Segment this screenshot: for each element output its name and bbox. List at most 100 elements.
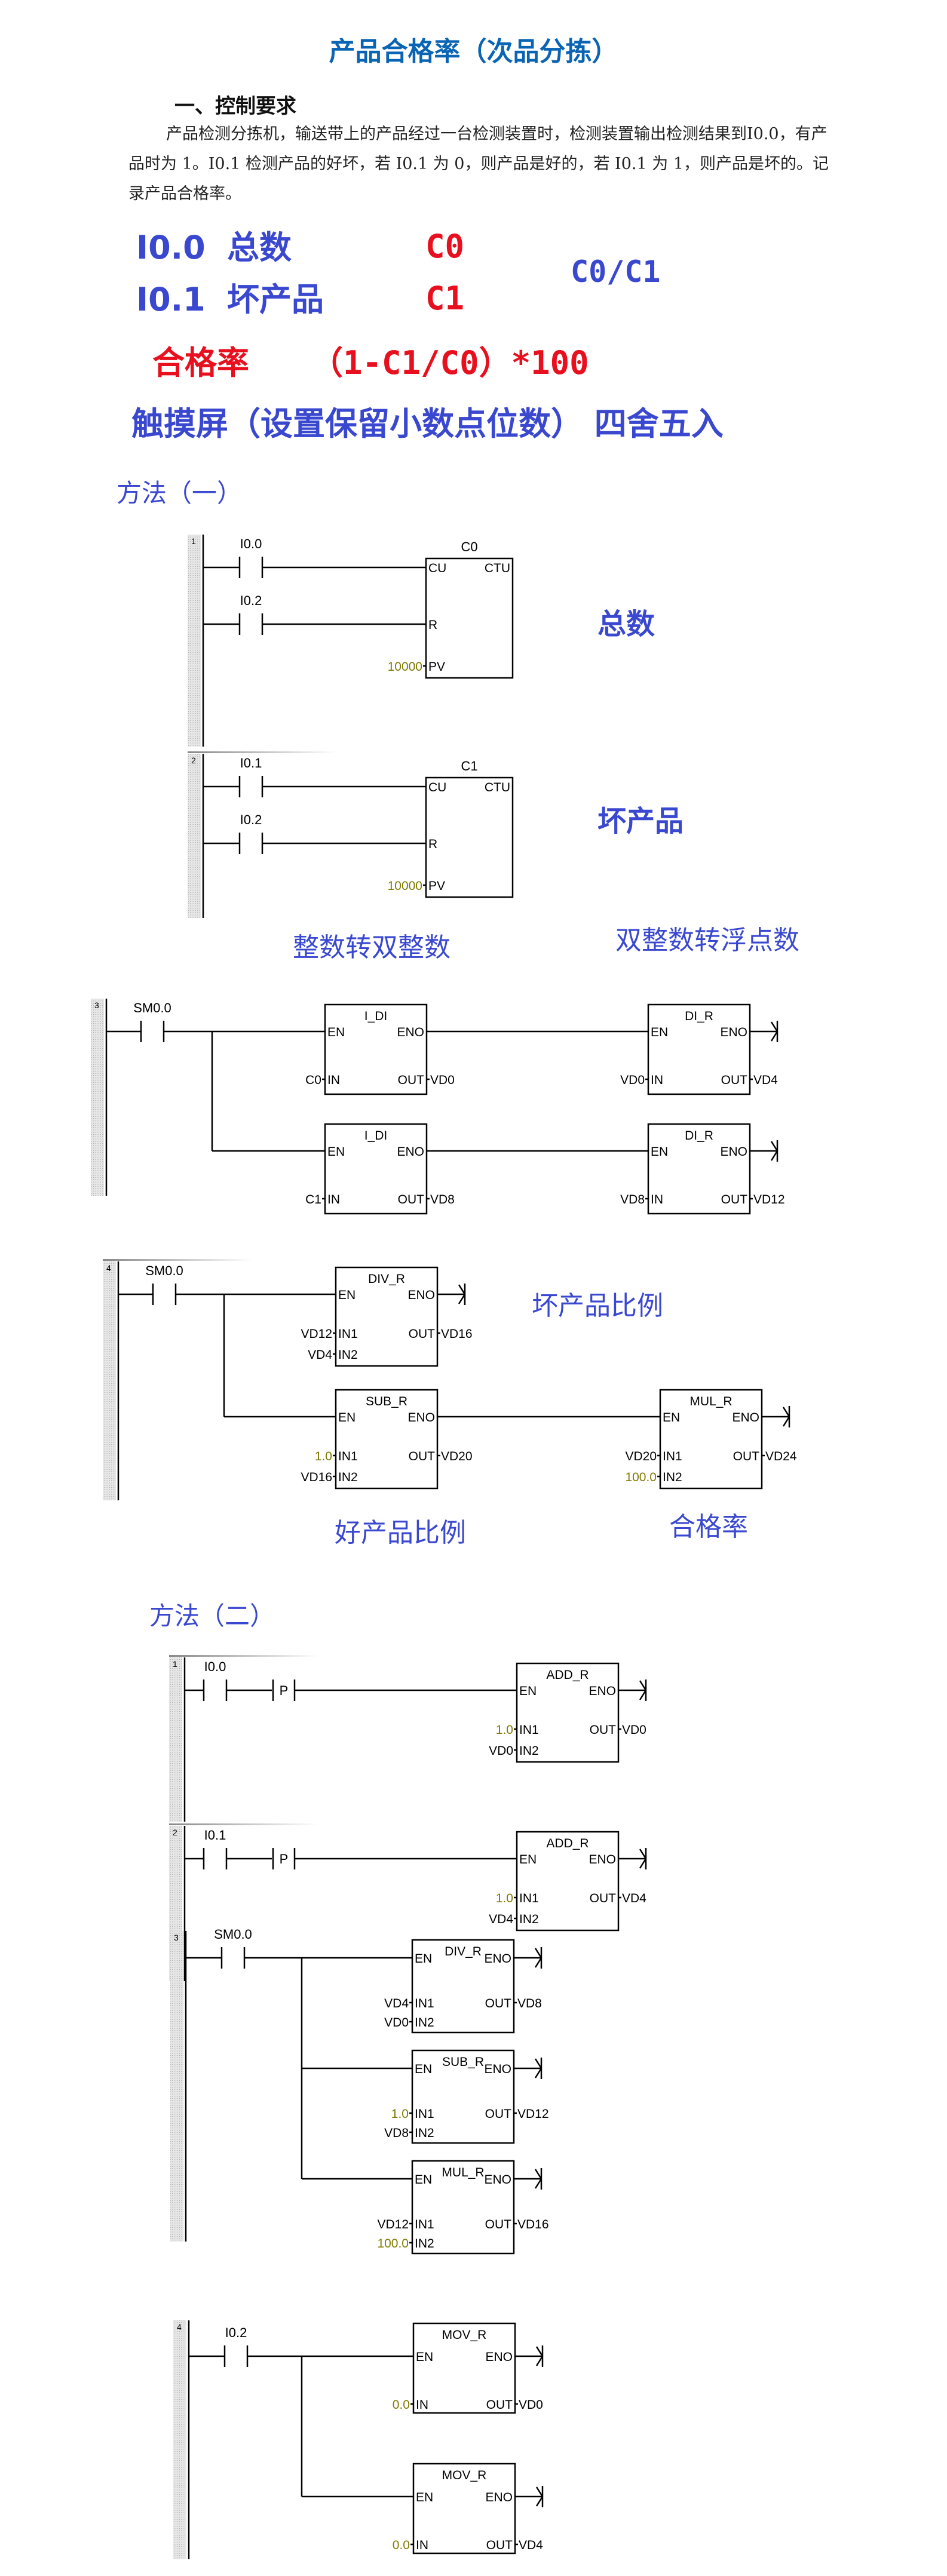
- eno-arrow: [770, 1150, 779, 1161]
- operand: VD16: [301, 1470, 332, 1484]
- box-pin: IN: [327, 1073, 340, 1087]
- operand: VD12: [301, 1327, 332, 1341]
- box-pin: CU: [428, 781, 446, 794]
- operand: VD4: [308, 1348, 332, 1362]
- annotation-bad: 坏产品: [597, 805, 684, 838]
- eno-arrow: [534, 2169, 543, 2179]
- operand: VD12: [377, 2218, 409, 2231]
- contact-label: I0.2: [225, 2325, 247, 2340]
- box-frame: [335, 1389, 439, 1490]
- box-pin: OUT: [590, 1723, 617, 1737]
- box-pin: IN2: [415, 2126, 434, 2140]
- box-frame: [324, 1123, 428, 1215]
- box-pin: IN2: [338, 1348, 358, 1362]
- box-pin: EN: [651, 1026, 668, 1039]
- box-pin: EN: [415, 2173, 432, 2187]
- operand: VD8: [517, 1997, 542, 2010]
- note-total-counter: C0: [425, 228, 465, 265]
- operand: VD24: [765, 1450, 797, 1463]
- box-title: MUL_R: [442, 2166, 484, 2179]
- box-pin: IN1: [519, 1723, 539, 1737]
- box-pin: OUT: [721, 1193, 748, 1206]
- box-title: I_DI: [364, 1129, 388, 1143]
- box-pin: OUT: [485, 2107, 512, 2121]
- operand: VD8: [430, 1193, 455, 1206]
- network-gutter: [169, 1657, 182, 1822]
- operand: 0.0: [393, 2538, 410, 2552]
- annotation-pass-rate: 合格率: [669, 1512, 748, 1542]
- box-frame: [412, 2463, 516, 2554]
- operand: VD0: [430, 1073, 455, 1087]
- operand: VD0: [519, 2398, 543, 2412]
- contact-label: I0.0: [204, 1659, 226, 1674]
- box-pin: ENO: [720, 1026, 747, 1039]
- contact-label: I0.2: [240, 812, 262, 827]
- box-frame: [516, 1831, 620, 1932]
- box-pin: ENO: [485, 2350, 513, 2364]
- operand: 1.0: [496, 1892, 513, 1905]
- box-pin: OUT: [409, 1450, 436, 1463]
- box-title: MUL_R: [689, 1395, 732, 1408]
- contact-label: I0.1: [240, 756, 262, 770]
- edge-label: P: [280, 1683, 289, 1698]
- box-pin: OUT: [486, 2398, 513, 2412]
- instruction-box: CU CTU R PV 10000: [388, 776, 514, 898]
- box-type: CTU: [485, 781, 510, 794]
- counter-name: C1: [461, 759, 477, 773]
- box-pin: PV: [428, 879, 445, 893]
- box-pin: EN: [416, 2491, 433, 2504]
- box-pin: IN1: [338, 1450, 358, 1463]
- box-pin: EN: [327, 1026, 345, 1039]
- box-title: MOV_R: [442, 2468, 487, 2482]
- requirement-paragraph: 产品检测分拣机，输送带上的产品经过一台检测装置时，检测装置输出检测结果到I0.0…: [128, 125, 829, 203]
- eno-arrow: [782, 1407, 790, 1417]
- box-title: ADD_R: [546, 1668, 589, 1682]
- box-frame: [335, 1266, 439, 1367]
- eno-arrow: [535, 2486, 544, 2497]
- contact-label: I0.2: [240, 593, 262, 608]
- operand: VD16: [517, 2218, 549, 2231]
- eno-arrow: [534, 1957, 543, 1968]
- box-pin: ENO: [589, 1684, 616, 1698]
- box-pin: OUT: [733, 1450, 760, 1463]
- box-pin: EN: [327, 1145, 345, 1159]
- box-pin: ENO: [720, 1145, 747, 1159]
- network-number: 4: [177, 2322, 182, 2332]
- box-pin: OUT: [409, 1327, 436, 1341]
- box-pin: EN: [651, 1145, 668, 1159]
- operand: VD0: [620, 1073, 645, 1087]
- network-number: 1: [191, 536, 196, 546]
- contact-label: I0.1: [204, 1828, 226, 1843]
- eno-arrow: [770, 1031, 779, 1042]
- box-frame: [659, 1389, 763, 1490]
- box-pin: OUT: [485, 1997, 512, 2010]
- box-pin: ENO: [407, 1288, 435, 1302]
- box-title: SUB_R: [442, 2055, 484, 2069]
- box-frame: [516, 1662, 620, 1763]
- operand: 10000: [388, 879, 422, 893]
- note-bad-addr: I0.1: [136, 281, 206, 318]
- note-total-label: 总数: [227, 229, 292, 266]
- box-pin: R: [428, 618, 437, 632]
- box-pin: EN: [415, 1952, 432, 1966]
- box-pin: ENO: [397, 1026, 424, 1039]
- contact-label: SM0.0: [214, 1927, 252, 1942]
- box-pin: EN: [519, 1684, 537, 1698]
- operand: VD0: [384, 2016, 409, 2030]
- eno-arrow: [535, 2346, 544, 2357]
- box-pin: PV: [428, 660, 445, 674]
- network-separator: [169, 1823, 318, 1825]
- box-pin: R: [428, 837, 437, 851]
- edge-label: P: [280, 1852, 289, 1866]
- operand: 0.0: [393, 2398, 410, 2412]
- network-separator: [169, 1655, 318, 1657]
- box-pin: EN: [338, 1288, 355, 1302]
